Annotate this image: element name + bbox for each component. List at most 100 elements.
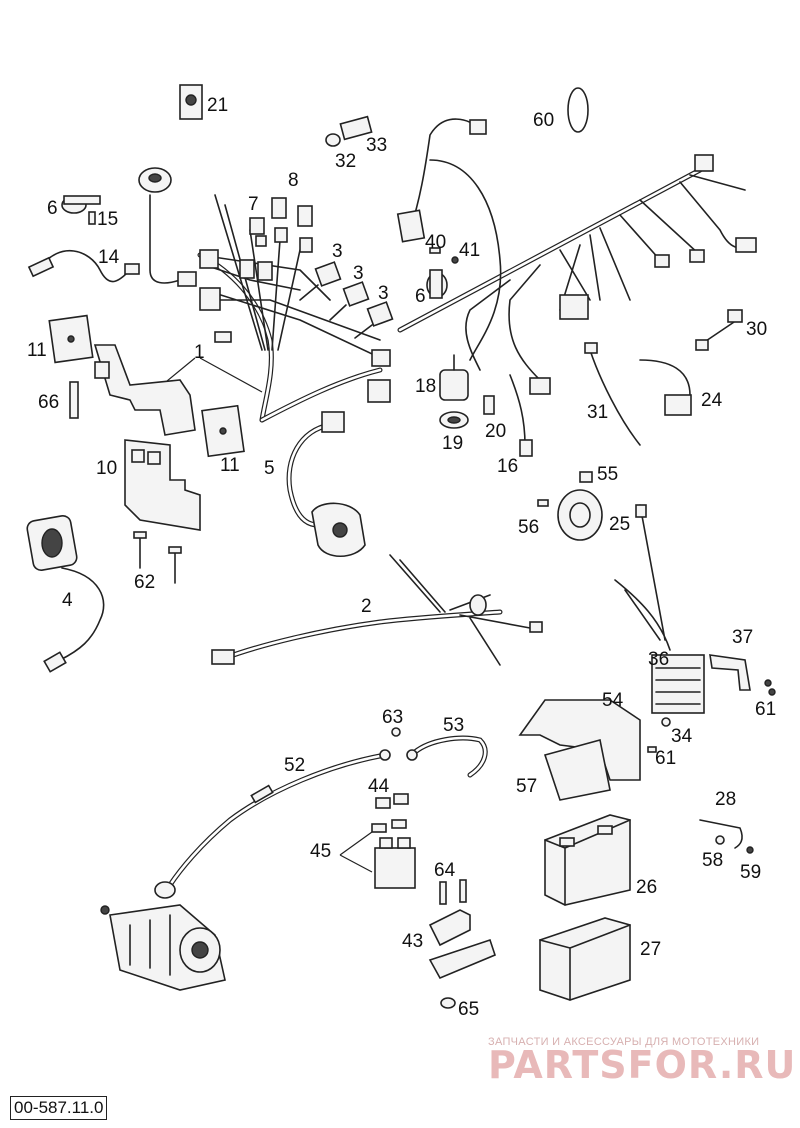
- connector-part-30: [695, 309, 743, 351]
- screws-part-61: [647, 679, 776, 753]
- callout-33: 33: [366, 135, 387, 156]
- bracket-part-10: [124, 439, 201, 531]
- switch-part-21: [179, 84, 203, 120]
- callout-27: 27: [640, 939, 661, 960]
- harness-connector: [371, 349, 391, 367]
- sensor-cable-part-14: [27, 250, 140, 283]
- callout-3a: 3: [332, 241, 343, 262]
- callout-8: 8: [288, 170, 299, 191]
- callout-58: 58: [702, 850, 723, 871]
- callout-20: 20: [485, 421, 506, 442]
- ring-part-19: [439, 411, 469, 429]
- starter-relay-part-45: [339, 819, 416, 889]
- watermark-tagline: ЗАПЧАСТИ И АКСЕССУАРЫ ДЛЯ МОТОТЕХНИКИ: [488, 1036, 759, 1048]
- callout-21: 21: [207, 95, 228, 116]
- pin-part-66: [69, 381, 79, 419]
- switch-unit-part-4: [26, 515, 105, 673]
- callout-55: 55: [597, 464, 618, 485]
- callout-24: 24: [701, 390, 723, 411]
- callout-45: 45: [310, 841, 331, 862]
- callout-43: 43: [402, 931, 423, 952]
- callout-61b: 61: [655, 748, 676, 769]
- cable-part-28: [699, 819, 754, 854]
- callout-36: 36: [648, 649, 669, 670]
- nut-part-65: [440, 997, 456, 1009]
- clip-part-20: [483, 395, 495, 415]
- callout-60: 60: [533, 110, 554, 131]
- plate-part-11-right: [201, 404, 245, 458]
- callout-34: 34: [671, 726, 693, 747]
- main-wiring-harness: [197, 194, 391, 423]
- battery-holder-part-54: [518, 699, 641, 781]
- watermark: ЗАПЧАСТИ И АКСЕССУАРЫ ДЛЯ МОТОТЕХНИКИ PA…: [488, 1036, 796, 1087]
- callout-54: 54: [602, 690, 624, 711]
- callout-64: 64: [434, 860, 456, 881]
- bracket-part-37: [709, 654, 751, 691]
- pickup-coil: [138, 167, 197, 287]
- callout-59: 59: [740, 862, 761, 883]
- starter-motor: [100, 904, 226, 991]
- callout-65: 65: [458, 999, 479, 1020]
- callout-labels: 1 2 3 3 3 4 5 6 6 7 8 10 11 11 14 15 16 …: [27, 95, 776, 1020]
- cable-tie-part-60: [567, 87, 589, 133]
- plate-part-11-left: [48, 314, 94, 364]
- callout-31: 31: [587, 402, 608, 423]
- callout-32: 32: [335, 151, 356, 172]
- cable-part-53: [406, 735, 488, 778]
- harness-connector: [239, 259, 255, 279]
- callout-26: 26: [636, 877, 657, 898]
- watermark-brand: PARTSFOR.RU: [488, 1043, 796, 1087]
- harness-connector: [199, 287, 221, 311]
- callout-61a: 61: [755, 699, 776, 720]
- callout-28: 28: [715, 789, 736, 810]
- screw-nut-40-41: [429, 247, 459, 264]
- battery-cable-part-52: [154, 749, 391, 899]
- battery-holder-part-57: [543, 739, 611, 801]
- callout-1: 1: [194, 342, 205, 363]
- callout-5: 5: [264, 458, 275, 479]
- callout-66: 66: [38, 392, 59, 413]
- callout-37: 37: [732, 627, 753, 648]
- callout-11a: 11: [27, 340, 47, 361]
- callout-62: 62: [134, 572, 155, 593]
- connector-housings: [249, 197, 313, 253]
- harness-connector: [199, 249, 219, 269]
- callout-6b: 6: [415, 286, 426, 307]
- callout-3c: 3: [378, 283, 389, 304]
- diagram-code: 00-587.11.0: [10, 1096, 108, 1120]
- harness-connector: [367, 379, 391, 403]
- plug-part-33: [325, 115, 373, 147]
- callout-3b: 3: [353, 263, 364, 284]
- callout-19: 19: [442, 433, 463, 454]
- regulator-part-36: [614, 504, 705, 714]
- callout-25: 25: [609, 514, 630, 535]
- callout-40: 40: [425, 232, 446, 253]
- callout-44: 44: [368, 776, 390, 797]
- callout-30: 30: [746, 319, 767, 340]
- callout-18: 18: [415, 376, 436, 397]
- callout-2: 2: [361, 596, 372, 617]
- front-harness-bar: [396, 118, 757, 395]
- secondary-harness-part-2: [211, 554, 543, 666]
- nut-part-63: [391, 727, 401, 737]
- callout-11b: 11: [220, 455, 240, 476]
- bracket-part-43: [428, 879, 496, 980]
- callout-14: 14: [98, 247, 120, 268]
- sensor-part-16: [509, 374, 533, 457]
- callout-52: 52: [284, 755, 305, 776]
- callout-6a: 6: [47, 198, 58, 219]
- callout-53: 53: [443, 715, 464, 736]
- clamp-part-6-right: [426, 269, 448, 299]
- capacitor-part-18: [439, 354, 469, 401]
- clamp-part-6-left: [61, 195, 101, 225]
- callout-63: 63: [382, 707, 403, 728]
- callout-7: 7: [248, 194, 259, 215]
- battery-case-part-27: [539, 917, 631, 1001]
- harness-connector: [257, 261, 273, 281]
- cable-part-31: [584, 342, 692, 446]
- screws-part-62: [133, 531, 182, 584]
- callout-15: 15: [97, 209, 118, 230]
- handlebar-switch-part-5: [286, 411, 366, 557]
- callout-56: 56: [518, 517, 539, 538]
